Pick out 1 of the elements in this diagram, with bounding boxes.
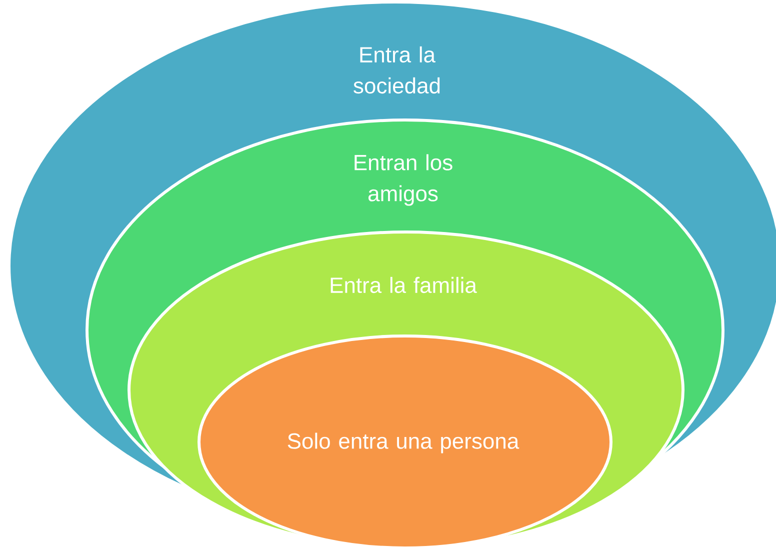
ellipse-band: Solo entra una persona: [198, 334, 612, 548]
